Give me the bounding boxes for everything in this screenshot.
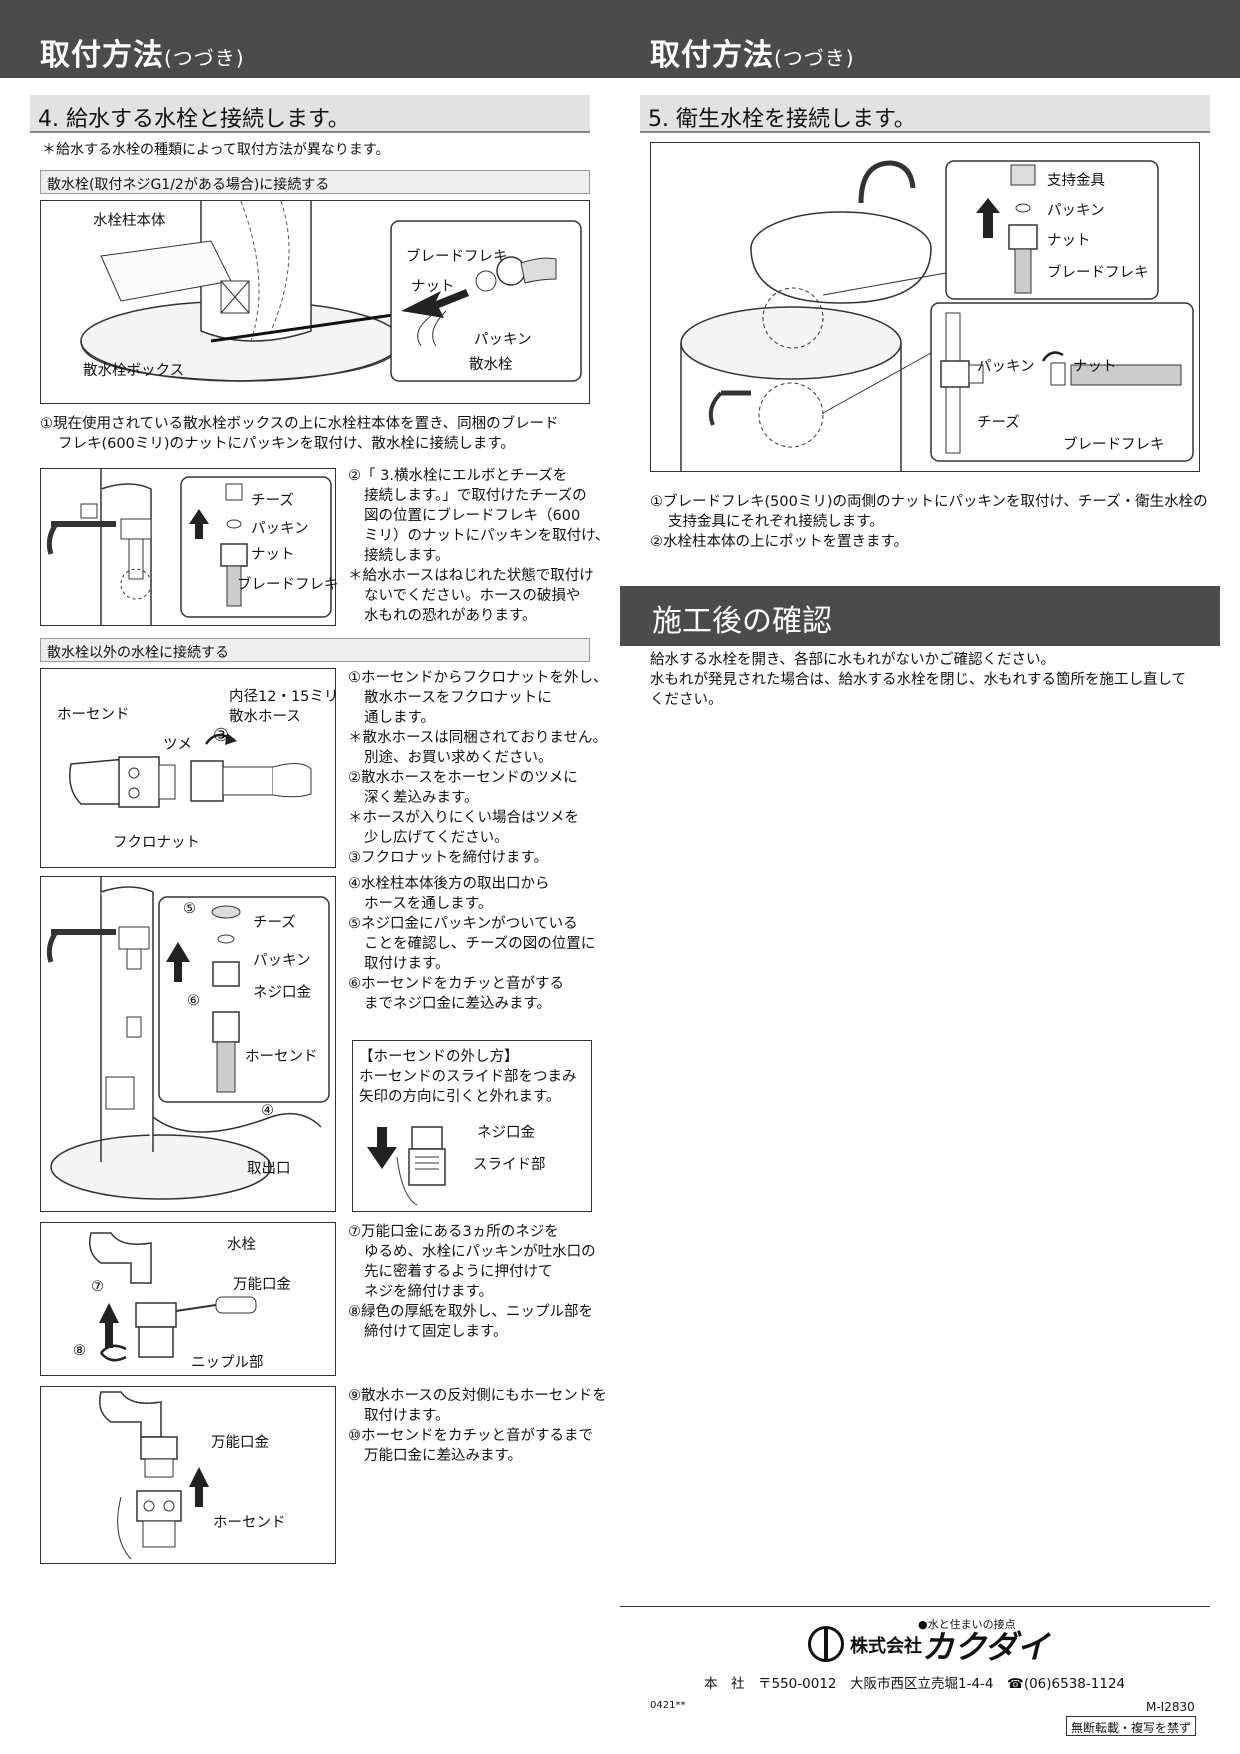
label-universal-fitting-2: 万能口金 — [211, 1435, 269, 1451]
right-page-title: 取付方法(つづき) — [650, 38, 855, 73]
label-sprinkler-hose: 散水ホース — [229, 709, 301, 725]
label-tee-3: チーズ — [977, 415, 1020, 431]
steps-hose-universal-text: ⑨散水ホースの反対側にもホーセンドを 取付けます。 ⑩ホーセンドをカチッと音がす… — [348, 1388, 607, 1464]
label-packing: パッキン — [474, 332, 532, 348]
label-support-bracket: 支持金具 — [1047, 173, 1105, 189]
steps-outlet-text: ④水栓柱本体後方の取出口から ホースを通します。 ⑤ネジ口金にパッキンがついてい… — [348, 876, 596, 1012]
tip-title: 【ホーセンドの外し方】 — [359, 1049, 519, 1065]
label-step6-marker: ⑥ — [187, 993, 200, 1009]
figure-sanitary-faucet: 支持金具 パッキン ナット ブレードフレキ パッキン ナット チーズ ブレードフ… — [650, 142, 1200, 472]
label-hose-end: ホーセンド — [57, 707, 130, 723]
label-packing-2: パッキン — [251, 521, 309, 537]
after-installation-text: 給水する水栓を開き、各部に水もれがないかご確認ください。 水もれが発見された場合… — [650, 652, 1187, 708]
steps-universal-text: ⑦万能口金にある3ヵ所のネジを ゆるめ、水栓にパッキンが吐水口の 先に密着するよ… — [348, 1224, 596, 1340]
label-step8-marker: ⑧ — [73, 1343, 86, 1359]
footer-divider — [620, 1606, 1210, 1607]
company-address: 本 社 〒550-0012 大阪市西区立売堀1-4-4 ☎(06)6538-11… — [704, 1676, 1126, 1692]
label-nut-4: ナット — [1073, 359, 1117, 375]
figure-hose-to-universal: 万能口金 ホーセンド — [40, 1386, 336, 1564]
label-tee-2: チーズ — [253, 915, 296, 931]
label-sprinkler-faucet: 散水栓 — [469, 357, 513, 373]
label-packing-4: パッキン — [1047, 203, 1105, 219]
subsection-other-faucet: 散水栓以外の水栓に接続する — [40, 638, 590, 662]
label-nut-2: ナット — [251, 547, 295, 563]
label-cap-nut: フクロナット — [113, 835, 200, 851]
hose-end-illustration — [69, 733, 312, 808]
label-braided-flex: ブレードフレキ — [406, 249, 508, 265]
label-screw-nipple-2: ネジ口金 — [477, 1125, 535, 1141]
company-tagline: ●水と住まいの接点 — [918, 1618, 1016, 1631]
label-outlet: 取出口 — [247, 1161, 291, 1177]
company-name: カクダイ — [922, 1628, 1049, 1666]
company-prefix: 株式会社 — [850, 1636, 922, 1657]
sprinkler-box-illustration — [80, 201, 582, 382]
label-faucet-body: 水栓柱本体 — [93, 213, 166, 229]
section4-heading: 4. 給水する水栓と接続します。 — [30, 95, 590, 133]
doc-code-right: M-I2830 — [1146, 1700, 1195, 1714]
after-installation-heading: 施工後の確認 — [620, 586, 1220, 646]
label-hose-end-2: ホーセンド — [245, 1049, 318, 1065]
hose-to-universal-illustration — [99, 1391, 209, 1560]
label-faucet: 水栓 — [227, 1237, 256, 1253]
steps-hose-end-text: ①ホーセンドからフクロナットを外し、 散水ホースをフクロナットに 通します。 ＊… — [348, 670, 608, 866]
label-universal-fitting: 万能口金 — [233, 1277, 291, 1293]
left-page-title: 取付方法(つづき) — [40, 38, 245, 73]
label-nut-3: ナット — [1047, 233, 1091, 249]
tee-connection-illustration — [46, 469, 332, 625]
copyright-notice: 無断転載・複写を禁ず — [1066, 1716, 1197, 1736]
section5-heading: 5. 衛生水栓を接続します。 — [640, 95, 1210, 133]
hose-end-removal-tip: 【ホーセンドの外し方】 ホーセンドのスライド部をつまみ 矢印の方向に引くと外れま… — [352, 1040, 592, 1212]
sanitary-faucet-illustration — [680, 160, 1194, 471]
label-step4-marker: ④ — [261, 1103, 274, 1119]
label-hose-end-3: ホーセンド — [213, 1515, 286, 1531]
subsection-sprinkler-faucet: 散水栓(取付ネジG1/2がある場合)に接続する — [40, 170, 590, 194]
figure-universal-fitting: 水栓 万能口金 ⑦ ⑧ ニップル部 — [40, 1222, 336, 1376]
label-packing-5: パッキン — [977, 359, 1035, 375]
company-logo-icon — [808, 1626, 844, 1662]
figure-sprinkler-box: 水栓柱本体 散水栓ボックス ブレードフレキ ナット パッキン 散水栓 — [40, 200, 590, 404]
label-tee: チーズ — [251, 493, 294, 509]
tip-line1: ホーセンドのスライド部をつまみ — [359, 1069, 577, 1085]
hose-end-removal-illustration — [367, 1126, 446, 1206]
label-nipple-part: ニップル部 — [191, 1355, 264, 1371]
step1-line1: ①現在使用されている散水栓ボックスの上に水栓柱本体を置き、同梱のブレード — [40, 416, 559, 432]
step1-line2: フレキ(600ミリ)のナットにパッキンを取付け、散水栓に接続します。 — [58, 436, 515, 452]
label-step7-marker: ⑦ — [91, 1279, 104, 1295]
label-braided-flex-3: ブレードフレキ — [1047, 265, 1149, 281]
label-braided-flex-4: ブレードフレキ — [1063, 437, 1165, 453]
label-step5-marker: ⑤ — [183, 901, 196, 917]
section4-note: ＊給水する水栓の種類によって取付方法が異なります。 — [42, 142, 390, 158]
section5-steps: ①ブレードフレキ(500ミリ)の両側のナットにパッキンを取付け、チーズ・衛生水栓… — [650, 494, 1208, 550]
header-bar — [0, 0, 1240, 78]
figure-outlet-connection: ⑤ チーズ パッキン ネジ口金 ⑥ ホーセンド ④ 取出口 — [40, 876, 336, 1212]
label-claw: ツメ — [163, 737, 192, 753]
step2-text: ②「 3.横水栓にエルボとチーズを 接続します。」で取付けたチーズの 図の位置に… — [348, 468, 610, 624]
outlet-connection-illustration — [46, 877, 330, 1200]
label-slide-part: スライド部 — [473, 1157, 546, 1173]
tip-line2: 矢印の方向に引くと外れます。 — [359, 1089, 561, 1105]
label-inner-diameter: 内径12・15ミリ — [229, 689, 339, 705]
figure-tee-connection: チーズ パッキン ナット ブレードフレキ — [40, 468, 339, 626]
label-step3-marker: ③ — [213, 725, 230, 746]
label-nut: ナット — [411, 279, 455, 295]
label-packing-3: パッキン — [253, 953, 311, 969]
universal-fitting-illustration — [89, 1232, 257, 1362]
label-sprinkler-box: 散水栓ボックス — [83, 363, 185, 379]
figure-hose-end: ホーセンド ツメ 内径12・15ミリ 散水ホース ③ フクロナット — [40, 668, 339, 868]
label-screw-nipple: ネジ口金 — [253, 985, 311, 1001]
doc-code-left: 0421** — [650, 1700, 686, 1711]
label-braided-flex-2: ブレードフレキ — [237, 577, 339, 593]
